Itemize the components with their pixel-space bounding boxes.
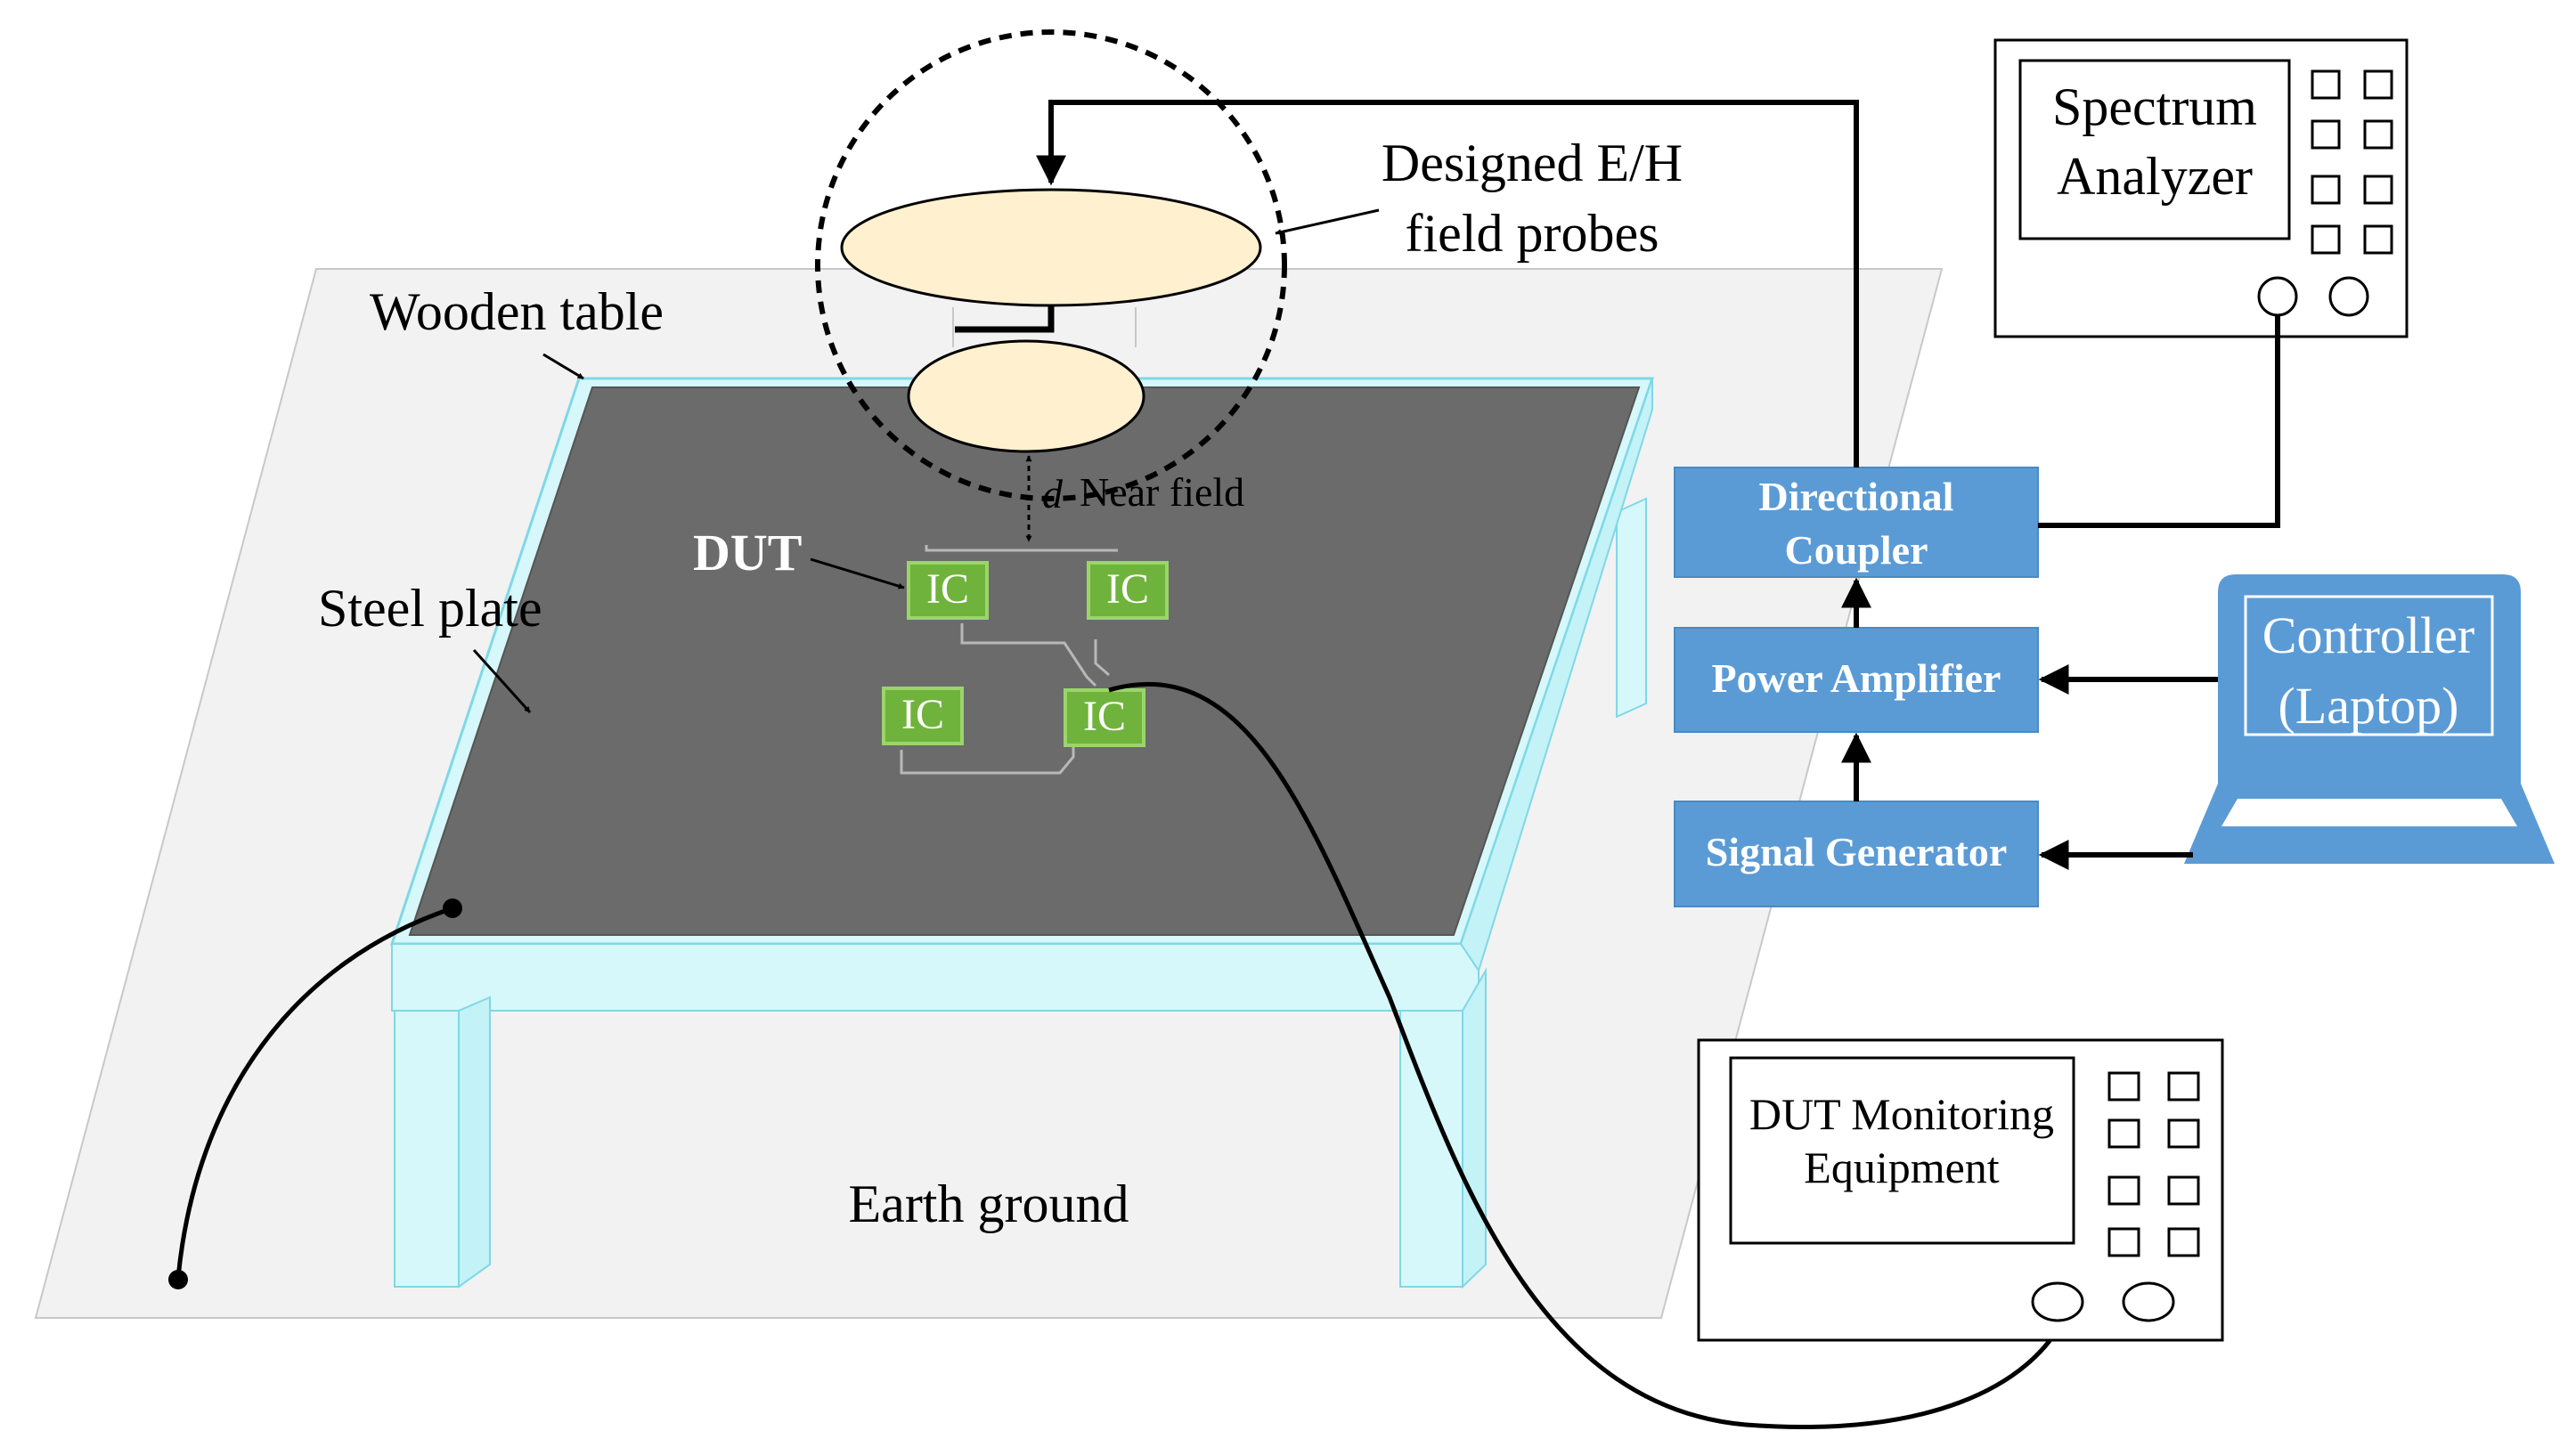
directional-coupler-line2: Coupler bbox=[1785, 527, 1928, 573]
upper-field-probe bbox=[840, 188, 1262, 307]
directional-coupler-line1: Directional bbox=[1759, 474, 1954, 519]
ic-chip: IC bbox=[1087, 561, 1169, 620]
monitor-label-line2: Equipment bbox=[1804, 1142, 2000, 1192]
signal-connections bbox=[1036, 100, 2280, 870]
steel-plate bbox=[408, 386, 1641, 936]
probes-label-line2: field probes bbox=[1406, 204, 1659, 263]
table-front-left-leg bbox=[394, 996, 491, 1289]
ground-wire bbox=[175, 906, 453, 1279]
power-amplifier-block: Power Amplifier bbox=[1674, 627, 2039, 733]
monitor-keypad bbox=[2107, 1071, 2200, 1257]
dut-monitor-cable bbox=[1108, 682, 2069, 1429]
probe-connector bbox=[955, 305, 1055, 333]
spectrum-keypad bbox=[2311, 69, 2393, 255]
coupler-to-analyzer-line bbox=[2038, 315, 2280, 528]
svg-text:IC: IC bbox=[901, 691, 944, 738]
ground-wire-end bbox=[168, 1270, 188, 1289]
distance-symbol: d bbox=[1042, 471, 1064, 516]
table-front-apron bbox=[391, 943, 1480, 1012]
ic-chip: IC bbox=[882, 687, 964, 745]
monitor-port bbox=[2122, 1281, 2175, 1322]
signal-generator-block: Signal Generator bbox=[1674, 801, 2039, 907]
ic-chip: IC bbox=[1064, 688, 1145, 747]
signal-generator-label: Signal Generator bbox=[1706, 829, 2008, 874]
steel-plate-label: Steel plate bbox=[318, 579, 542, 638]
ground-wire-end bbox=[443, 898, 462, 918]
monitor-input-port bbox=[2031, 1281, 2084, 1322]
spectrum-label-line1: Spectrum bbox=[2052, 77, 2257, 136]
directional-coupler-block: Directional Coupler bbox=[1674, 467, 2039, 578]
dut-label: DUT bbox=[693, 524, 802, 581]
earth-ground-label: Earth ground bbox=[849, 1175, 1129, 1233]
spectrum-label-line2: Analyzer bbox=[2057, 147, 2253, 206]
probes-label-pointer bbox=[1275, 208, 1380, 236]
power-amplifier-label: Power Amplifier bbox=[1712, 655, 2001, 701]
controller-label-line1: Controller bbox=[2262, 606, 2474, 664]
wooden-table-label: Wooden table bbox=[370, 282, 664, 341]
probes-label-line1: Designed E/H bbox=[1382, 134, 1683, 192]
svg-text:IC: IC bbox=[1106, 565, 1149, 613]
steel-plate-pointer bbox=[472, 648, 532, 714]
dut-pointer bbox=[810, 557, 905, 589]
near-field-label: Near field bbox=[1080, 469, 1244, 515]
ic-chip: IC bbox=[907, 561, 989, 620]
table-back-leg bbox=[1616, 497, 1647, 719]
svg-text:IC: IC bbox=[1083, 693, 1126, 740]
dut-monitoring-equipment: DUT Monitoring Equipment bbox=[1697, 1038, 2224, 1342]
monitor-label-line1: DUT Monitoring bbox=[1749, 1089, 2054, 1139]
controller-label-line2: (Laptop) bbox=[2278, 677, 2459, 735]
spectrum-input-port bbox=[2257, 276, 2298, 317]
laptop-trackpad bbox=[2221, 799, 2517, 826]
svg-text:IC: IC bbox=[926, 565, 969, 613]
wooden-table-pointer bbox=[542, 353, 584, 380]
coupler-to-probe-line bbox=[1036, 100, 1859, 467]
probe-zoom-circle bbox=[815, 29, 1287, 501]
lower-field-probe bbox=[907, 339, 1145, 453]
spectrum-analyzer: Spectrum Analyzer bbox=[1993, 38, 2409, 338]
spectrum-port bbox=[2328, 276, 2369, 317]
controller-laptop: Controller (Laptop) bbox=[2184, 574, 2555, 864]
